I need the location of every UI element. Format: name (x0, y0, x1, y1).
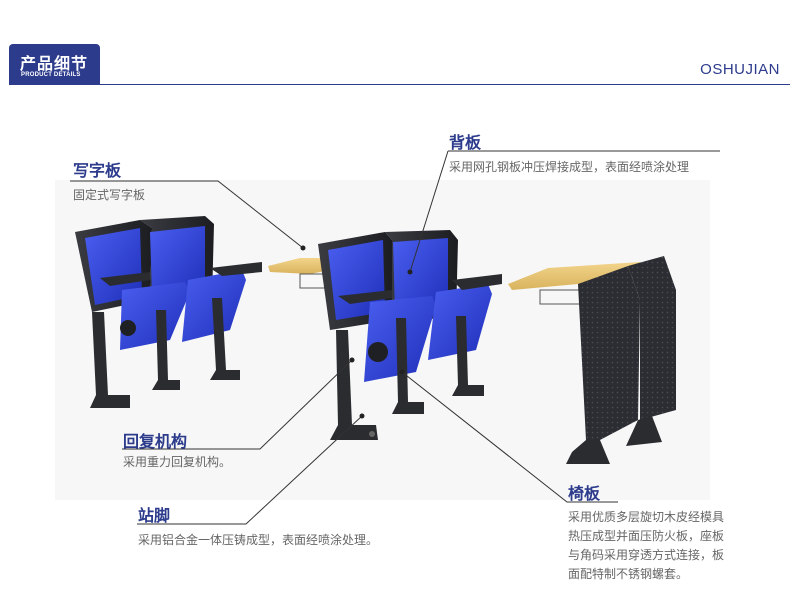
left-chair-pair (75, 216, 262, 408)
header-divider (9, 84, 790, 85)
seat-board-desc: 采用优质多层旋切木皮经模具 热压成型并面压防火板，座板 与角码采用穿透方式连接，… (568, 508, 724, 584)
back-board-title: 背板 (449, 133, 482, 152)
return-mechanism-desc: 采用重力回复机构。 (123, 455, 232, 469)
writing-board-desc: 固定式写字板 (73, 188, 146, 202)
leader-writing-board (70, 180, 304, 249)
right-desk-unit (508, 256, 676, 464)
leader-foot (137, 415, 363, 525)
seat-board-desc-line: 采用优质多层旋切木皮经模具 (568, 510, 725, 524)
section-header-tab: 产品细节 PRODUCT DETAILS (9, 44, 100, 85)
back-board-desc: 采用网孔钢板冲压焊接成型，表面经喷涂处理 (449, 160, 690, 174)
leader-return-mechanism (122, 359, 353, 450)
seat-board-title: 椅板 (568, 484, 601, 503)
section-title: 产品细节 (20, 54, 89, 73)
section-subtitle: PRODUCT DETAILS (21, 72, 81, 78)
seat-board-desc-line: 面配特制不锈钢螺套。 (568, 567, 689, 581)
seat-board-desc-line: 与角码采用穿透方式连接，板 (568, 548, 725, 562)
return-mechanism-title: 回复机构 (123, 432, 188, 451)
brand-name: OSHUJIAN (700, 61, 780, 78)
middle-chair-pair (268, 230, 502, 440)
foot-desc: 采用铝合金一体压铸成型，表面经喷涂处理。 (138, 533, 379, 547)
foot-title: 站脚 (138, 506, 171, 525)
writing-board-title: 写字板 (73, 161, 122, 180)
seat-board-desc-line: 热压成型并面压防火板，座板 (568, 529, 725, 543)
leader-dots (300, 245, 413, 419)
leader-lines (70, 150, 720, 525)
leader-seat-board (401, 371, 618, 503)
